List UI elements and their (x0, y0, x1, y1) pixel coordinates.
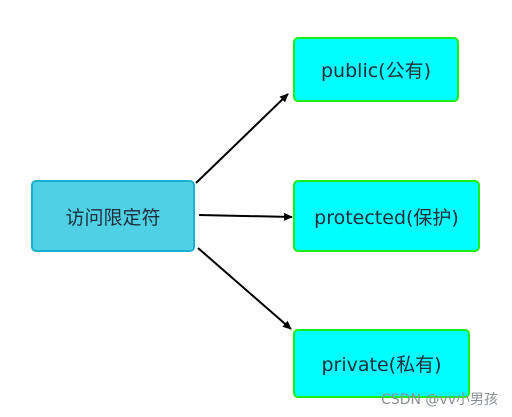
access-specifier-node: 访问限定符 (31, 180, 195, 252)
arrow-to-protected (198, 212, 293, 221)
public-label: public(公有) (321, 60, 431, 82)
protected-node: protected(保护) (293, 180, 480, 252)
arrow-to-private (197, 247, 292, 330)
protected-label: protected(保护) (314, 206, 459, 229)
access-specifier-label: 访问限定符 (65, 206, 161, 229)
arrow-to-public (195, 93, 289, 184)
public-node: public(公有) (293, 37, 459, 102)
private-node: private(私有) (293, 329, 470, 398)
private-label: private(私有) (321, 354, 442, 376)
watermark: CSDN @vv小男孩 (381, 392, 498, 408)
